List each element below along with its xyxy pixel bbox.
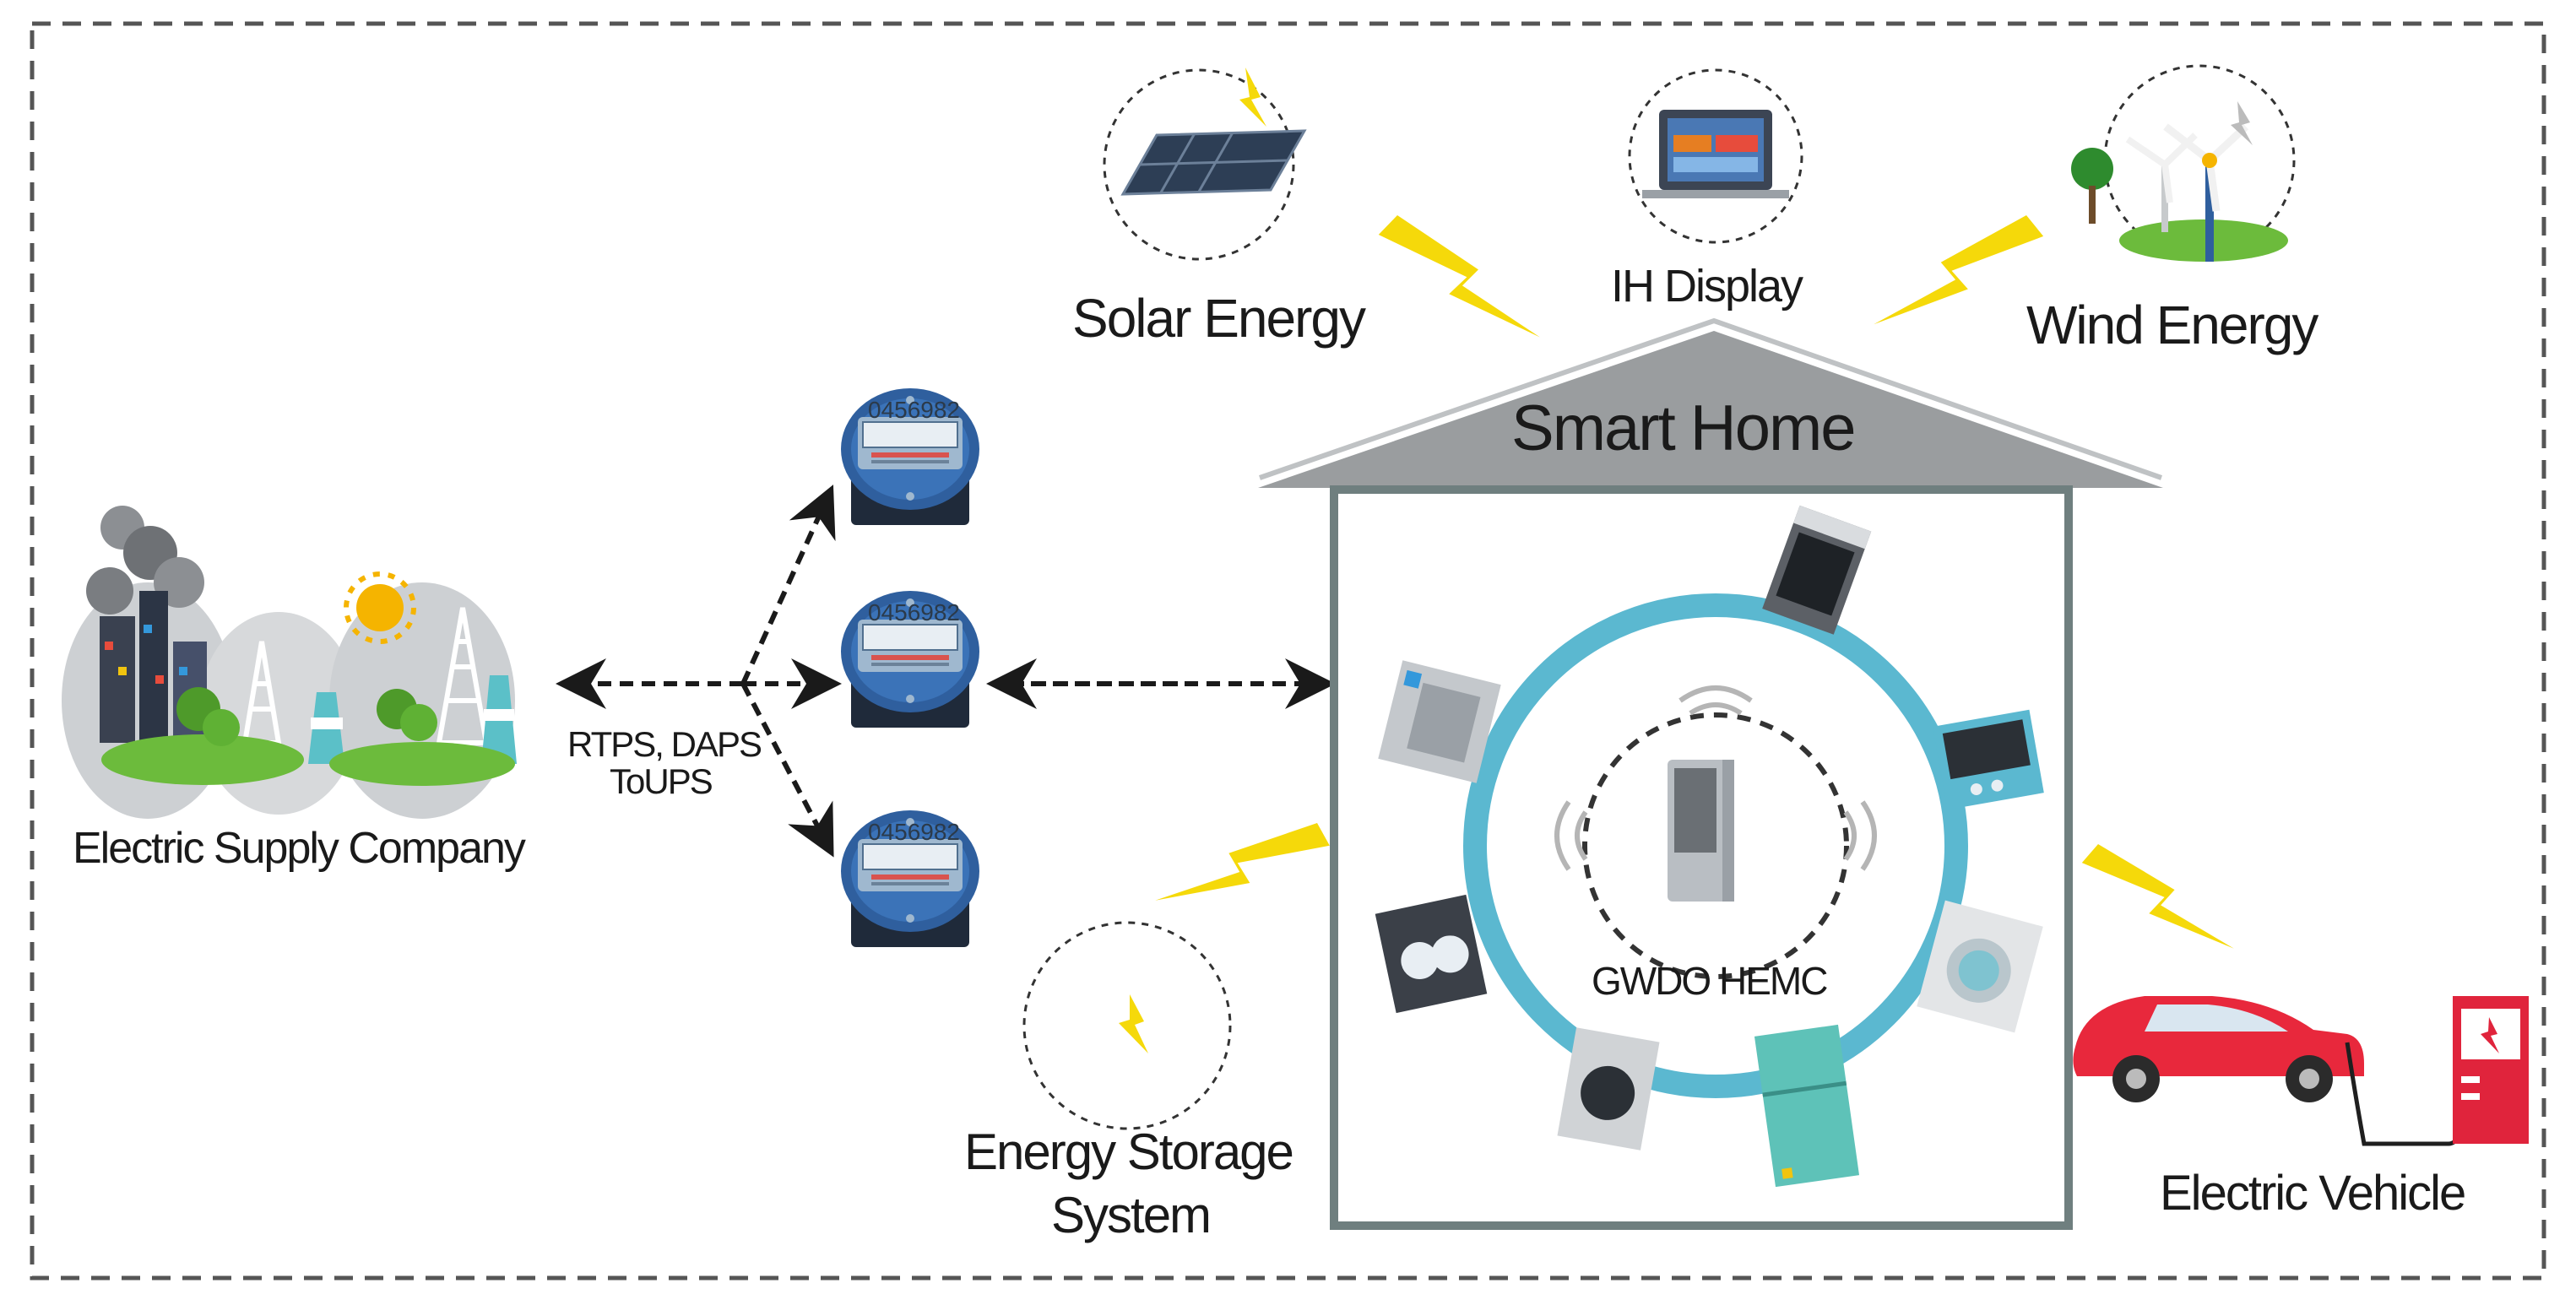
power-plant-illustration <box>62 506 517 819</box>
label-solar-energy: Solar Energy <box>1072 288 1366 349</box>
dishwasher-appliance <box>1375 894 1488 1014</box>
label-smart-home: Smart Home <box>1511 393 1857 464</box>
label-ih-display: IH Display <box>1611 261 1803 311</box>
appliance-ring <box>1375 505 2044 1188</box>
wifi-icon-left <box>1554 800 1588 871</box>
wind-turbine-circle <box>2071 64 2296 262</box>
company-meter-arrows <box>556 485 1336 858</box>
air-conditioner-appliance <box>1378 660 1501 783</box>
lightning-wind <box>1874 176 2048 376</box>
energy-storage-circle <box>1022 921 1232 1130</box>
meter-reading-top: 0456982 <box>868 397 961 423</box>
label-controller: GWDO HEMC <box>1592 959 1828 1003</box>
solar-panel-circle <box>1103 68 1307 261</box>
label-electric-vehicle: Electric Vehicle <box>2160 1166 2466 1221</box>
meter-reading-bottom: 0456982 <box>868 819 961 845</box>
microwave-appliance <box>1933 709 2044 810</box>
lightning-vehicle <box>2077 810 2234 993</box>
refrigerator-appliance <box>1754 1024 1860 1188</box>
wifi-icon-top <box>1678 685 1753 716</box>
washing-machine-appliance <box>1917 900 2043 1033</box>
dryer-appliance <box>1557 1027 1660 1151</box>
meter-reading-middle: 0456982 <box>868 599 961 625</box>
ih-display-circle <box>1628 68 1803 244</box>
hemc-controller-icon <box>1668 760 1734 902</box>
label-energy-storage-line1: Energy Storage <box>964 1124 1294 1180</box>
label-energy-storage-line2: System <box>1051 1187 1212 1243</box>
label-pricing-line1: RTPS, DAPS <box>567 724 762 764</box>
label-wind-energy: Wind Energy <box>2026 295 2318 355</box>
electric-vehicle-illustration <box>2073 996 2529 1146</box>
lightning-storage <box>1155 775 1336 964</box>
lightning-solar <box>1374 182 1540 382</box>
oven-appliance <box>1762 505 1872 635</box>
wifi-icon-right <box>1843 800 1877 871</box>
label-pricing-line2: ToUPS <box>610 761 713 801</box>
label-electric-supply-company: Electric Supply Company <box>73 824 526 873</box>
outer-frame <box>30 21 2546 1281</box>
